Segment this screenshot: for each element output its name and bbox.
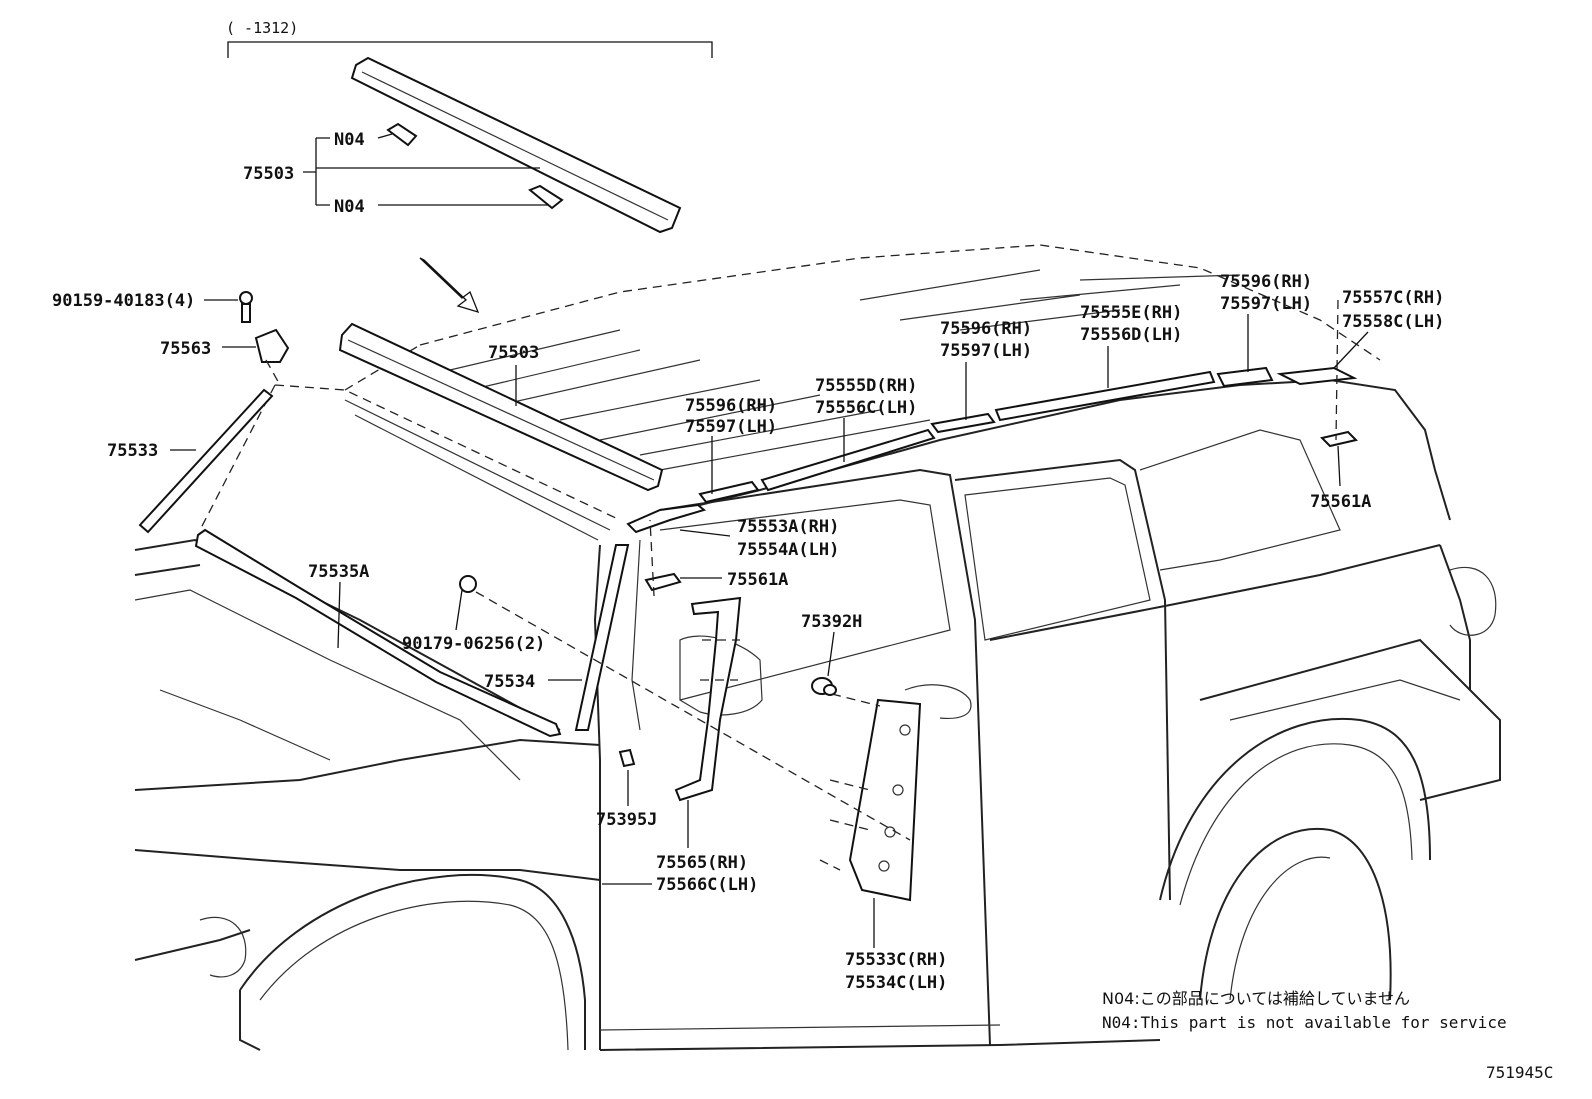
parts <box>138 56 1358 902</box>
label-75596-3: 75596(RH) <box>1220 272 1312 292</box>
part-75555e <box>994 370 1216 422</box>
part-75534 <box>574 544 630 731</box>
range-label: ( -1312) <box>226 19 298 37</box>
label-75555d: 75555D(RH) <box>815 376 917 396</box>
label-75534: 75534 <box>484 672 535 692</box>
label-75597-3: 75597(LH) <box>1220 294 1312 314</box>
part-75553a <box>626 503 707 534</box>
label-75597-1: 75597(LH) <box>685 417 777 437</box>
label-75533: 75533 <box>107 441 158 461</box>
part-75535a <box>194 528 562 738</box>
label-75597-2: 75597(LH) <box>940 341 1032 361</box>
diagram-code: 751945C <box>1486 1063 1553 1082</box>
callout-labels: ( -1312) N04 N04 75503 75503 90159-40183… <box>52 19 1444 993</box>
label-90159: 90159-40183(4) <box>52 291 195 311</box>
grommet-75392h-icon <box>811 677 837 696</box>
label-75392h: 75392H <box>801 612 862 632</box>
part-75596-3 <box>1216 366 1274 388</box>
part-75561a-rear <box>1320 430 1358 448</box>
label-75557c: 75557C(RH) <box>1342 288 1444 308</box>
label-75555e: 75555E(RH) <box>1080 303 1182 323</box>
label-n04-bottom: N04 <box>334 197 365 217</box>
label-75395j: 75395J <box>596 810 657 830</box>
label-90179: 90179-06256(2) <box>402 634 545 654</box>
label-75596-2: 75596(RH) <box>940 319 1032 339</box>
label-75533c: 75533C(RH) <box>845 950 947 970</box>
bolt-90159-icon <box>239 291 253 323</box>
part-75395j <box>618 748 636 768</box>
label-75561a-front: 75561A <box>727 570 788 590</box>
part-n04-top <box>386 122 418 147</box>
label-75565: 75565(RH) <box>656 853 748 873</box>
label-75554a: 75554A(LH) <box>737 540 839 560</box>
label-75535a: 75535A <box>308 562 369 582</box>
note-japanese: N04:この部品については補給していません <box>1102 989 1410 1008</box>
part-75555d <box>760 428 936 492</box>
part-75596-2 <box>930 412 996 434</box>
part-75503-loose <box>350 56 682 234</box>
clip-90179-icon <box>459 575 477 593</box>
note-english: N04:This part is not available for servi… <box>1102 1013 1507 1032</box>
part-75563 <box>254 328 290 363</box>
part-75533c <box>848 698 922 902</box>
part-n04-bottom <box>528 184 564 210</box>
part-75596-1 <box>698 480 760 504</box>
label-75503-top: 75503 <box>243 164 294 184</box>
vehicle-body-outline <box>134 244 1501 1051</box>
label-75556c: 75556C(LH) <box>815 398 917 418</box>
label-75561a-rear: 75561A <box>1310 492 1371 512</box>
part-75533 <box>138 388 274 534</box>
label-n04-top: N04 <box>334 130 365 150</box>
part-75561a-front <box>644 572 682 592</box>
label-75553a: 75553A(RH) <box>737 517 839 537</box>
part-75503-car <box>338 322 664 492</box>
leader-lines <box>170 41 1369 948</box>
label-75596-1: 75596(RH) <box>685 396 777 416</box>
label-75503-car: 75503 <box>488 343 539 363</box>
label-75563: 75563 <box>160 339 211 359</box>
label-75566c: 75566C(LH) <box>656 875 758 895</box>
label-75558c: 75558C(LH) <box>1342 312 1444 332</box>
relation-lines <box>265 299 1339 871</box>
label-75556d: 75556D(LH) <box>1080 325 1182 345</box>
footnotes: N04:この部品については補給していません N04:This part is n… <box>1102 989 1553 1082</box>
label-75534c: 75534C(LH) <box>845 973 947 993</box>
part-75557c <box>1276 366 1358 386</box>
